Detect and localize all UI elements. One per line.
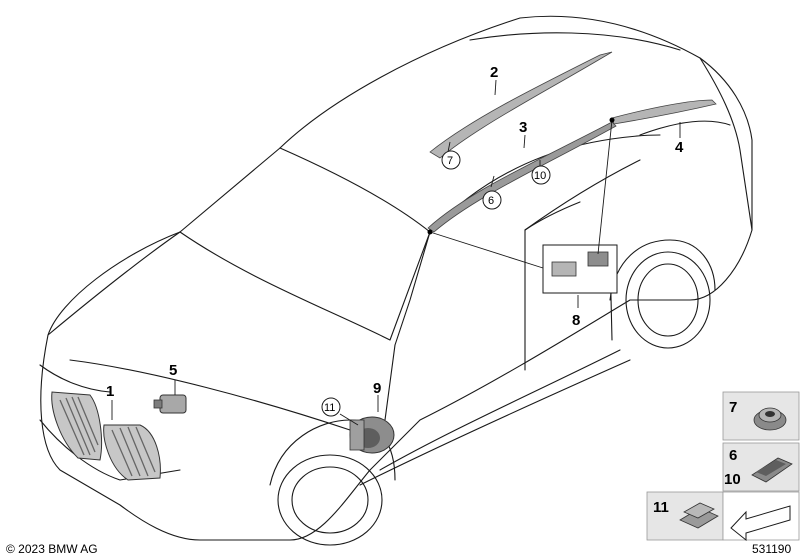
rear-wheel (625, 251, 711, 349)
hood-line (47, 231, 181, 336)
callout-9: 9 (373, 380, 381, 397)
callout-3: 3 (519, 119, 527, 136)
part-9-horn (349, 416, 395, 454)
attach-point-a (427, 229, 433, 235)
tailgate (699, 57, 753, 231)
legend-number-6: 6 (729, 447, 737, 464)
headlight (39, 364, 111, 393)
svg-text:10: 10 (534, 170, 546, 182)
attach-point-b (609, 117, 615, 123)
car-silhouette (40, 15, 753, 541)
windshield (179, 231, 431, 341)
callout-8: 8 (572, 312, 580, 329)
front-wheel-inner (291, 466, 369, 534)
part-3-trim-strip (427, 121, 617, 233)
rocker (359, 359, 631, 486)
legend-number-7: 7 (729, 399, 737, 416)
part-8-clip-box (542, 244, 618, 294)
part-5-sensor (153, 394, 187, 414)
diagram-id: 531190 (752, 542, 791, 556)
legend-number-10: 10 (724, 471, 741, 488)
leader-lines (111, 79, 681, 426)
door-front (384, 229, 526, 421)
rear-window (639, 120, 731, 136)
window-line (394, 231, 431, 346)
roof-ridge (469, 32, 681, 51)
callout-5: 5 (169, 362, 177, 379)
hood-crease (69, 359, 351, 431)
svg-text:6: 6 (488, 195, 494, 207)
rear-wheel-arch (609, 239, 716, 301)
legend-box-6-10: 6 10 (722, 442, 800, 492)
legend-box-arrow (722, 491, 800, 542)
part-1-kidney-grille (51, 391, 161, 481)
clip-a (551, 261, 577, 277)
spring-nut-icon (679, 502, 719, 529)
callout-1: 1 (106, 383, 114, 400)
callout-10-circle: 10 (531, 165, 551, 185)
sill-line (379, 349, 621, 471)
copyright: © 2023 BMW AG (6, 542, 98, 556)
windshield-top (279, 147, 431, 233)
clip-b (587, 251, 609, 267)
legend-box-7: 7 (722, 391, 800, 441)
callout-11-circle: 11 (321, 397, 341, 417)
callout-4: 4 (675, 139, 684, 156)
front-wheel (277, 454, 383, 546)
svg-text:7: 7 (447, 155, 453, 167)
door-line-mid (524, 201, 581, 231)
part-4-rear-strip (611, 99, 717, 125)
legend-box-11: 11 (646, 491, 724, 541)
svg-text:11: 11 (324, 402, 335, 414)
clip-icon (751, 457, 793, 483)
rear-wheel-inner (637, 263, 699, 337)
legend-number-11: 11 (653, 499, 669, 516)
part-2-roof-moulding (429, 51, 613, 159)
arrow-icon (730, 505, 791, 542)
nut-icon (753, 407, 787, 431)
callout-6-circle: 6 (482, 190, 502, 210)
callout-7-circle: 7 (441, 150, 461, 170)
callout-2: 2 (490, 64, 498, 81)
